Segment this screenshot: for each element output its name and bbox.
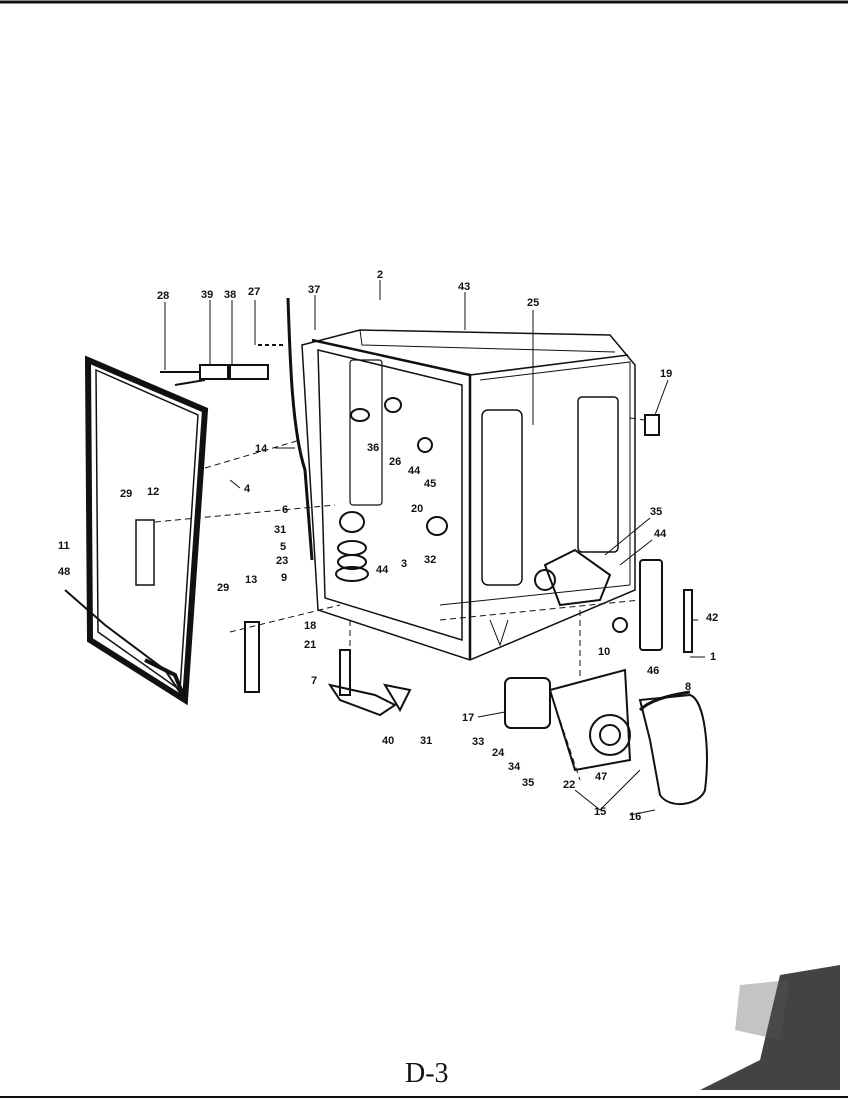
label-40: 39 (201, 289, 213, 301)
label-11: 11 (58, 540, 70, 552)
label-28: 28 (157, 290, 169, 302)
label-47: 47 (595, 771, 607, 783)
label-38: 37 (308, 284, 320, 296)
label-30: 31 (274, 524, 286, 536)
label-43: 42 (706, 612, 718, 624)
label-1: 1 (710, 651, 716, 663)
tub-assembly (301, 329, 636, 661)
callout-labels: 2 43 25 37 28 39 38 27 19 14 36 26 44 45… (58, 269, 718, 823)
label-10: 10 (598, 646, 610, 658)
label-8: 8 (685, 681, 691, 693)
label-35: 35 (522, 777, 534, 789)
label-27: 27 (248, 286, 260, 298)
label-14: 14 (255, 443, 268, 455)
page-code: D-3 (405, 1058, 449, 1089)
label-41: 40 (382, 735, 394, 747)
label-20: 20 (411, 503, 423, 515)
label-15: 15 (594, 806, 606, 818)
label-48: 48 (58, 566, 70, 578)
label-5: 5 (280, 541, 286, 553)
label-16: 16 (629, 811, 641, 823)
hinge-bracket-group (160, 344, 285, 386)
label-34: 34 (508, 761, 521, 773)
label-19: 19 (660, 368, 672, 380)
pump-assembly (504, 668, 708, 806)
label-13: 13 (245, 574, 257, 586)
door-gasket (286, 297, 314, 561)
label-29-b: 29 (217, 582, 229, 594)
label-37: 36 (367, 442, 379, 454)
label-31: 32 (424, 554, 436, 566)
label-18: 18 (304, 620, 316, 632)
label-21: 21 (304, 639, 316, 651)
label-4: 4 (244, 483, 251, 495)
label-25: 25 (527, 297, 539, 309)
label-45: 45 (424, 478, 436, 490)
label-12: 12 (147, 486, 159, 498)
label-22: 22 (563, 779, 575, 791)
label-24: 24 (492, 747, 505, 759)
scan-artifact-shading (700, 965, 840, 1090)
label-3: 3 (401, 558, 407, 570)
label-9: 9 (281, 572, 287, 584)
label-44-a: 44 (408, 465, 421, 477)
label-32: 31 (420, 735, 432, 747)
label-6: 6 (282, 504, 288, 516)
hinge-arm-group (244, 621, 412, 717)
side-components (534, 414, 693, 653)
label-7: 7 (311, 675, 317, 687)
label-23: 23 (276, 555, 288, 567)
label-29-a: 29 (120, 488, 132, 500)
label-2: 2 (377, 269, 383, 281)
leader-lines (164, 280, 705, 816)
label-42: 43 (458, 281, 470, 293)
label-39: 38 (224, 289, 236, 301)
explosion-guide-lines (154, 417, 646, 781)
label-36: 35 (650, 506, 662, 518)
label-46: 46 (647, 665, 659, 677)
label-44-c: 44 (376, 564, 389, 576)
label-44-b: 44 (654, 528, 667, 540)
label-17: 17 (462, 712, 474, 724)
door-panel (64, 355, 209, 706)
label-33: 33 (472, 736, 484, 748)
wash-arm-components (335, 397, 448, 582)
label-26: 26 (389, 456, 401, 468)
